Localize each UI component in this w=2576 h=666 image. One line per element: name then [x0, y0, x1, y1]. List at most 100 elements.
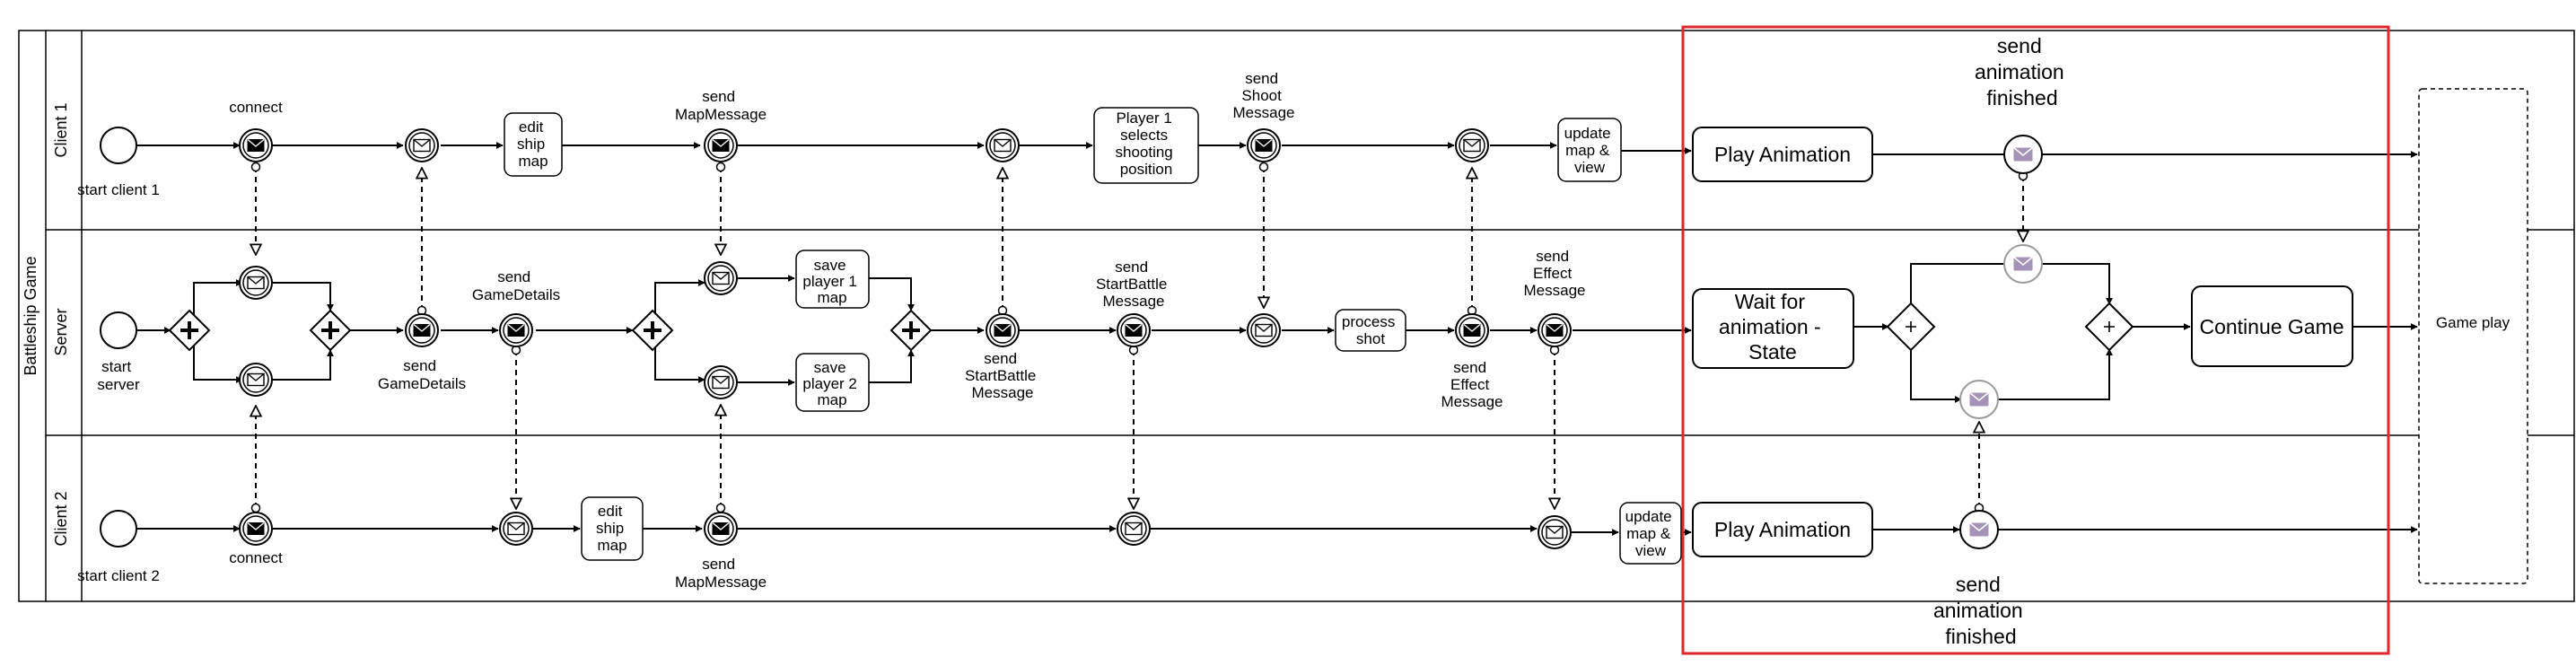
envelope-icon	[1968, 521, 1990, 538]
task-continue-game[interactable]	[2191, 285, 2353, 367]
connect-c2-label: connect	[229, 549, 283, 566]
send-shoot-message-label: send Shoot Message	[1233, 70, 1295, 121]
message-event-receive-map-2[interactable]	[704, 365, 738, 399]
message-events	[239, 128, 2043, 549]
message-event-receive-connect-1[interactable]	[239, 266, 273, 300]
message-event-connect-c2[interactable]	[239, 512, 273, 546]
message-event-send-startbattle-1[interactable]	[986, 313, 1020, 347]
task-process-shot-label: process shot	[1342, 313, 1399, 347]
envelope-icon	[994, 138, 1012, 153]
message-event-receive-c2-1[interactable]	[499, 512, 533, 546]
envelope-icon	[712, 271, 730, 285]
task-play-animation-c2[interactable]	[1692, 502, 1873, 557]
start-event-client2[interactable]	[100, 510, 137, 548]
task-edit-ship-map-c2-label: edit ship map	[596, 503, 628, 554]
message-event-send-startbattle-2[interactable]	[1117, 313, 1151, 347]
task-save-player1-map[interactable]	[795, 250, 870, 309]
envelope-icon	[1255, 323, 1273, 337]
message-event-send-gamedetails-2[interactable]	[499, 313, 533, 347]
sequence-flows	[136, 142, 2418, 536]
envelope-icon	[413, 323, 431, 337]
start-event-server[interactable]	[100, 311, 137, 349]
task-update-map-view-c2-label: update map & view	[1625, 508, 1677, 559]
message-event-receive-animation-finished-c2[interactable]	[1959, 380, 1999, 419]
message-event-receive-connect-2[interactable]	[239, 363, 273, 397]
envelope-icon	[507, 521, 525, 536]
parallel-gateway-split-3[interactable]	[1886, 302, 1936, 352]
subprocess-game-play-label: Game play	[2436, 314, 2510, 331]
lane-client2-label: Client 2	[52, 491, 70, 546]
message-event-send-gamedetails-1[interactable]	[405, 313, 439, 347]
envelope-icon	[247, 521, 265, 535]
task-continue-game-label: Continue Game	[2199, 315, 2344, 338]
tasks: edit ship map save player 1 map save pla…	[504, 88, 2528, 584]
send-mapmessage-c1-label: send MapMessage	[675, 88, 767, 123]
highlight-region	[1681, 25, 2390, 655]
task-update-map-view-c1[interactable]	[1557, 118, 1622, 182]
message-event-send-effect-2[interactable]	[1538, 313, 1572, 347]
message-event-receive-animation-finished-c1[interactable]	[2003, 244, 2043, 284]
parallel-gateway-join-1[interactable]	[309, 309, 352, 352]
subprocess-game-play[interactable]	[2418, 88, 2528, 584]
message-event-connect-c1[interactable]	[239, 128, 273, 162]
task-play-animation-c1-label: Play Animation	[1714, 143, 1851, 166]
task-process-shot[interactable]	[1335, 309, 1406, 352]
task-save-player2-map[interactable]	[795, 353, 870, 412]
lane-server-label: Server	[52, 308, 70, 355]
send-gamedetails-top-label: send GameDetails	[472, 268, 560, 303]
start-client1-label: start client 1	[77, 181, 160, 198]
message-event-send-mapmessage-c1[interactable]	[704, 128, 738, 162]
start-server-label: start server	[97, 358, 140, 393]
task-play-animation-c2-label: Play Animation	[1714, 518, 1851, 541]
envelope-icon	[2012, 146, 2034, 162]
message-event-receive-c1-1[interactable]	[405, 128, 439, 162]
connect-c1-label: connect	[229, 99, 283, 116]
message-event-send-animation-finished-c2[interactable]	[1959, 510, 1999, 549]
parallel-gateway-split-2[interactable]	[631, 309, 674, 352]
envelope-icon	[1463, 323, 1481, 337]
send-animation-finished-c1-label: send animation finished	[1975, 34, 2070, 110]
envelope-icon	[413, 138, 431, 153]
pool-title: Battleship Game	[22, 256, 39, 375]
send-startbattle-top-label: send StartBattle Message	[1096, 259, 1171, 310]
envelope-icon	[2012, 256, 2034, 272]
task-edit-ship-map-c2[interactable]	[581, 496, 644, 561]
message-event-receive-c1-2[interactable]	[986, 128, 1020, 162]
start-event-client1[interactable]	[100, 127, 137, 164]
envelope-icon	[1968, 391, 1990, 407]
message-event-send-mapmessage-c2[interactable]	[704, 512, 738, 546]
event-labels: connect connect send GameDetails send Ga…	[229, 34, 2070, 648]
message-event-send-animation-finished-c1[interactable]	[2003, 135, 2043, 174]
task-edit-ship-map-c1[interactable]	[504, 112, 563, 177]
envelope-icon	[712, 521, 730, 535]
task-wait-for-animation[interactable]	[1692, 288, 1854, 369]
message-event-receive-c2-3[interactable]	[1538, 515, 1572, 549]
message-event-receive-c2-2[interactable]	[1117, 512, 1151, 546]
envelope-icon	[1125, 323, 1143, 337]
envelope-icon	[247, 372, 265, 387]
envelope-icon	[1546, 323, 1564, 337]
send-gamedetails-bottom-label: send GameDetails	[378, 357, 466, 392]
envelope-icon	[1463, 138, 1481, 153]
lane-client1-label: Client 1	[52, 102, 70, 157]
task-save-player1-map-label: save player 1 map	[802, 257, 861, 306]
message-event-receive-shoot[interactable]	[1247, 313, 1281, 347]
send-mapmessage-c2-label: send MapMessage	[675, 556, 767, 591]
task-save-player2-map-label: save player 2 map	[802, 359, 861, 408]
message-event-receive-c1-3[interactable]	[1455, 128, 1489, 162]
task-update-map-view-c2[interactable]	[1619, 502, 1682, 565]
parallel-gateway-join-3[interactable]	[2084, 302, 2134, 352]
send-effect-message-top-label: send Effect Message	[1524, 248, 1586, 299]
parallel-gateway-join-2[interactable]	[889, 309, 933, 352]
message-event-send-effect-1[interactable]	[1455, 313, 1489, 347]
task-wait-for-animation-label: Wait for animation - State	[1719, 290, 1827, 364]
message-event-receive-map-1[interactable]	[704, 261, 738, 295]
task-play-animation-c1[interactable]	[1692, 127, 1873, 182]
task-player1-selects-position[interactable]	[1093, 107, 1199, 184]
parallel-gateway-split-1[interactable]	[168, 309, 211, 352]
message-event-send-shoot-message[interactable]	[1247, 128, 1281, 162]
envelope-icon	[1125, 521, 1143, 536]
envelope-icon	[712, 375, 730, 390]
start-events: start client 1 start server start client…	[77, 127, 160, 584]
